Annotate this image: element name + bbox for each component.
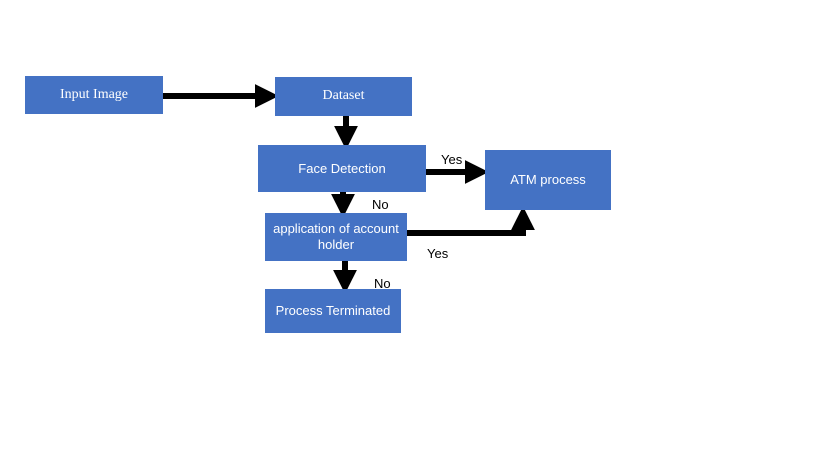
node-atm-process: ATM process: [485, 150, 611, 210]
edge-label-application-to-terminated: No: [374, 276, 391, 291]
node-face-detection: Face Detection: [258, 145, 426, 192]
node-input-image-label: Input Image: [59, 86, 129, 102]
node-face-detection-label: Face Detection: [298, 160, 386, 176]
node-process-terminated: Process Terminated: [265, 289, 401, 333]
node-dataset: Dataset: [275, 77, 412, 116]
node-dataset-label: Dataset: [322, 88, 365, 104]
arrow-application-to-atm: [407, 206, 535, 236]
edge-label-face-to-atm: Yes: [441, 152, 463, 167]
node-process-terminated-label: Process Terminated: [275, 303, 391, 319]
node-input-image: Input Image: [25, 76, 163, 114]
edge-label-face-to-application: No: [372, 197, 389, 212]
node-application-of-account-holder: application of account holder: [265, 213, 407, 261]
node-application-label: application of account holder: [273, 221, 399, 252]
node-atm-process-label: ATM process: [510, 172, 586, 188]
edge-label-application-to-atm: Yes: [427, 246, 449, 261]
